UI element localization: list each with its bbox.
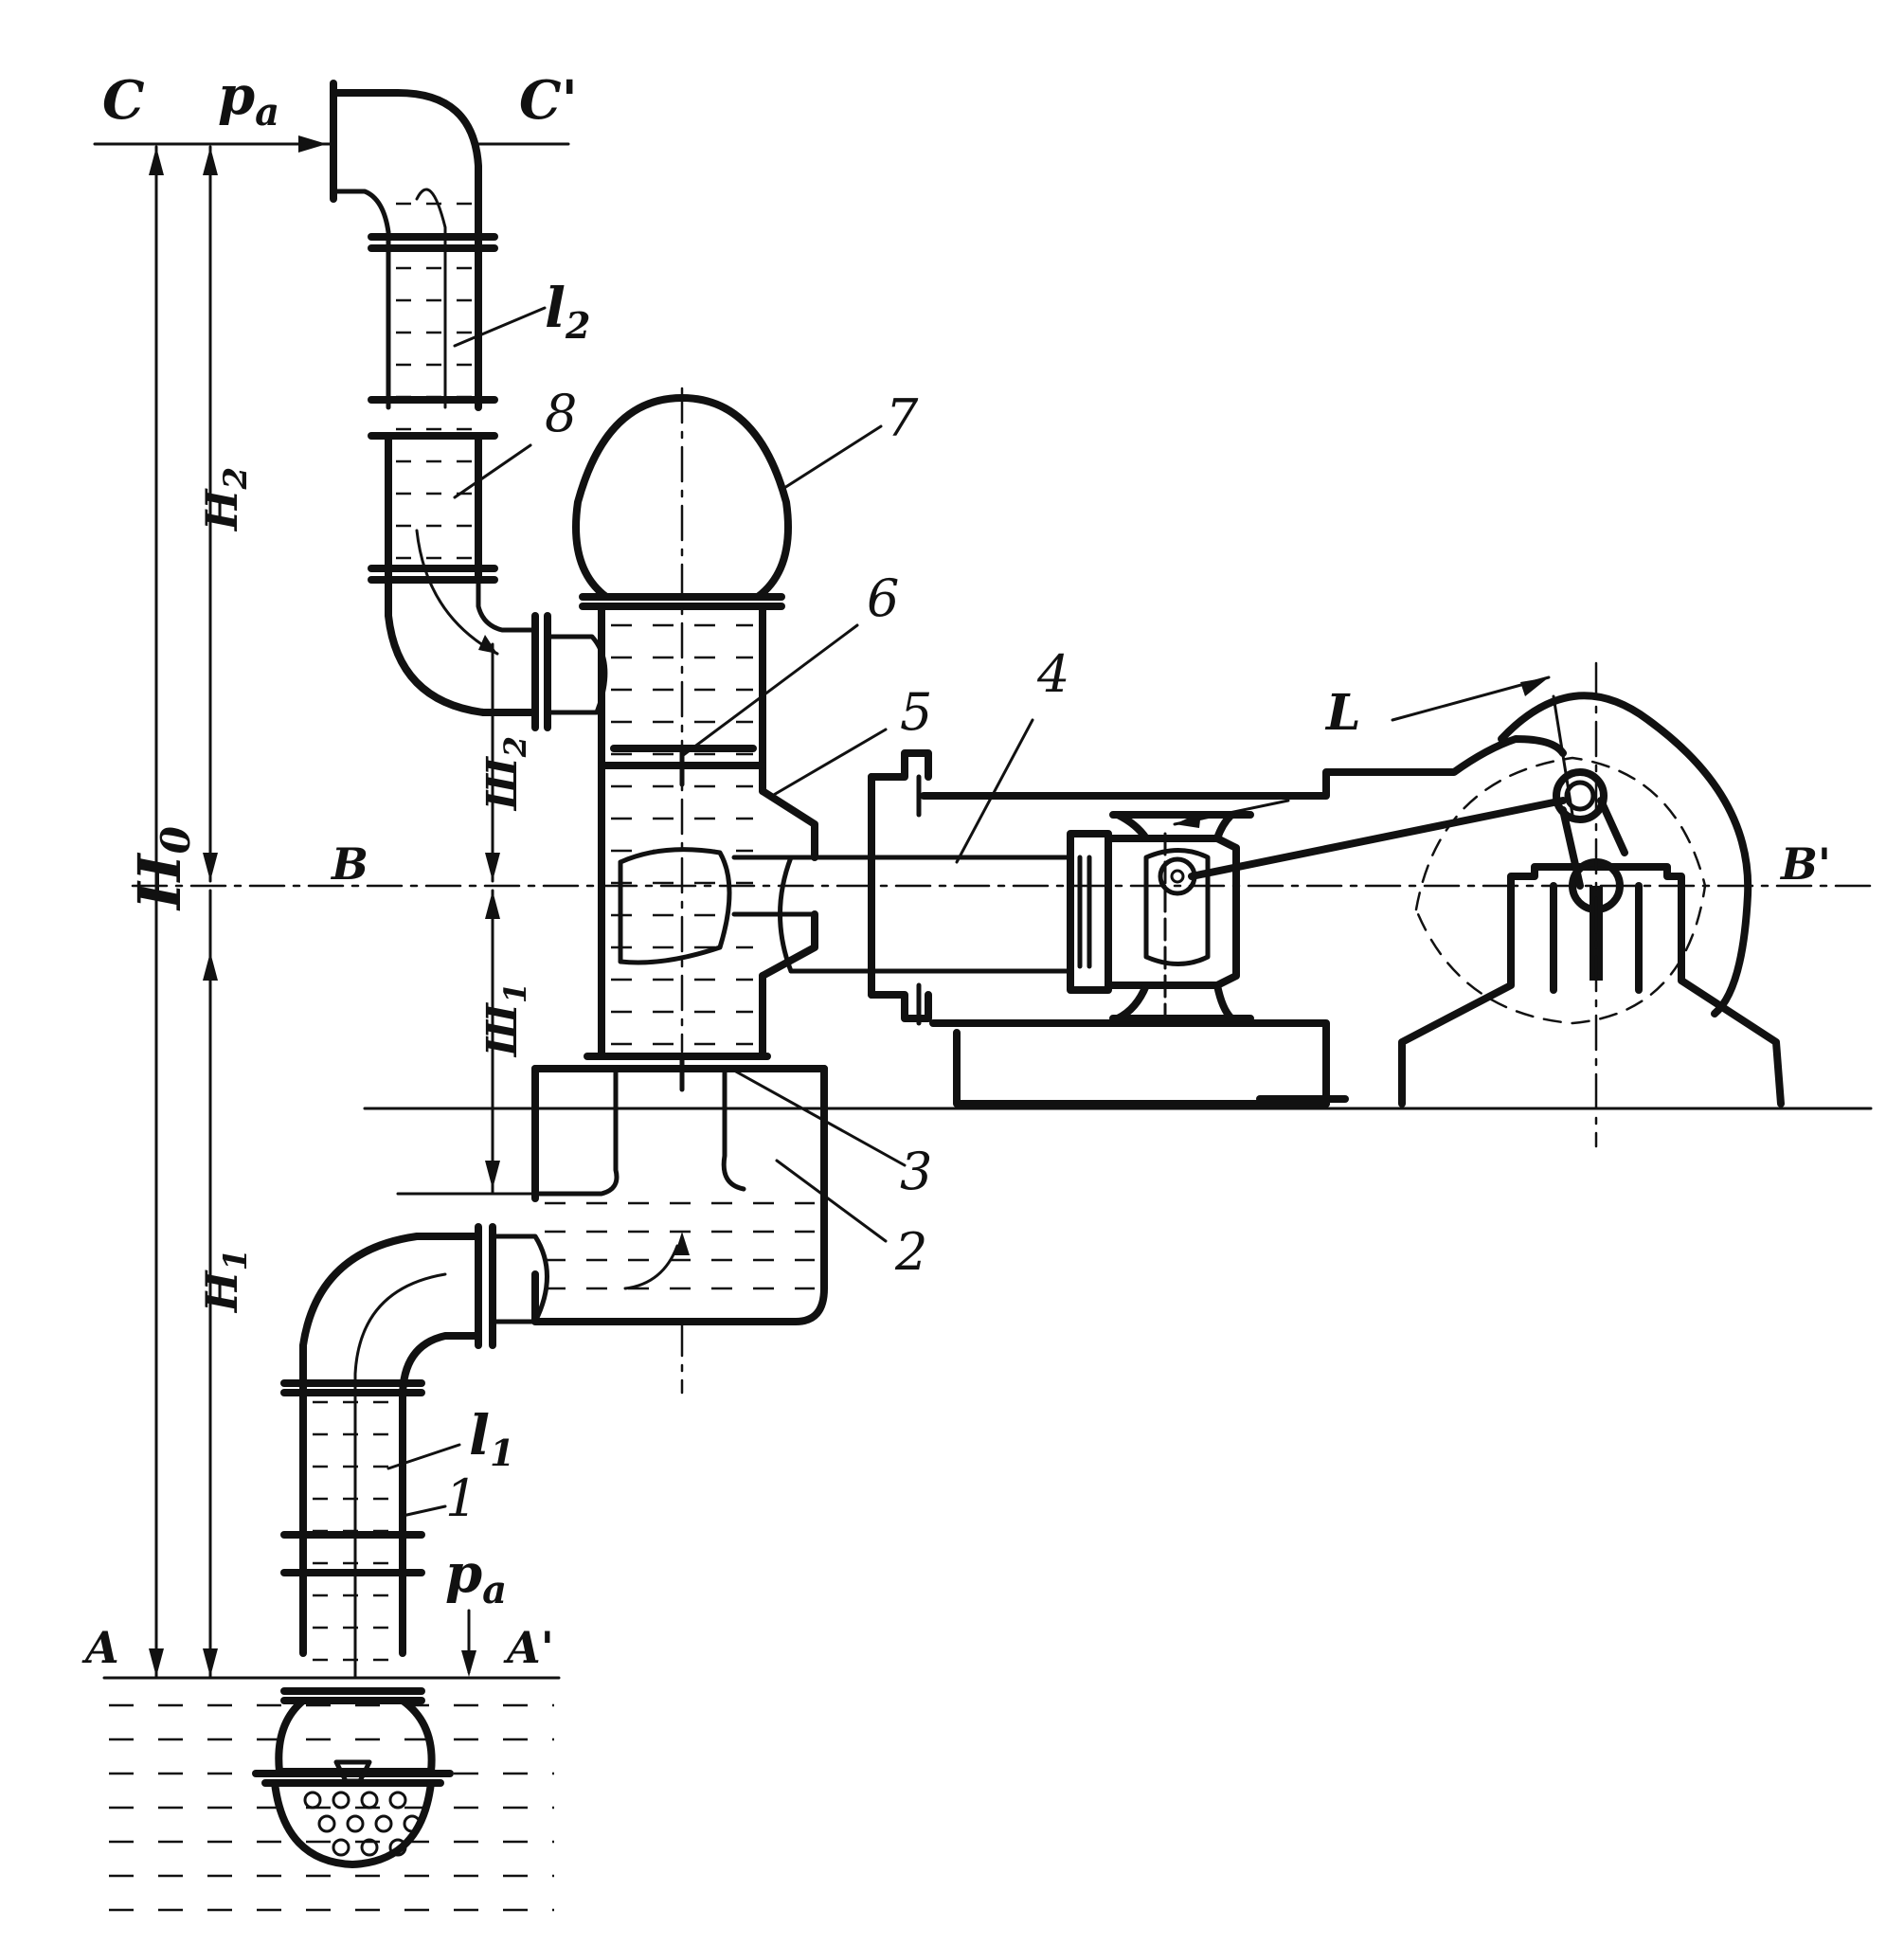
suction-pipe xyxy=(280,1223,549,1704)
label-b: B xyxy=(330,838,368,890)
label-l1: l1 xyxy=(469,1403,515,1474)
strainer-hole xyxy=(317,1814,336,1833)
label-a: A xyxy=(81,1622,119,1673)
strainer-hole xyxy=(403,1814,422,1833)
strainer-hole xyxy=(332,1791,350,1810)
air-chamber xyxy=(572,387,792,1054)
label-ш1: Ш1 xyxy=(478,982,533,1058)
part-number-8: 8 xyxy=(545,384,577,443)
dimension-h0 xyxy=(149,145,164,1679)
svg-text:H0: H0 xyxy=(125,826,199,911)
part-number-5: 5 xyxy=(900,682,932,742)
label-h1: H1 xyxy=(196,1249,255,1314)
strainer-hole xyxy=(374,1814,393,1833)
reservoir-water xyxy=(102,1676,561,1912)
dimension-ш1 xyxy=(485,889,500,1196)
pump-body xyxy=(574,603,818,1092)
label-l: L xyxy=(1324,684,1361,742)
svg-text:H1: H1 xyxy=(196,1249,255,1314)
label-pa-bottom: pa xyxy=(445,1542,507,1612)
strainer-hole xyxy=(360,1838,379,1857)
label-c-prime: C' xyxy=(519,69,578,132)
pa-top-arrow xyxy=(235,135,327,153)
svg-text:H2: H2 xyxy=(196,467,255,532)
dimension-ш2 xyxy=(485,642,500,883)
label-b-prime: B' xyxy=(1779,838,1831,890)
part-number-6: 6 xyxy=(867,568,899,628)
strainer-hole xyxy=(303,1791,322,1810)
strainer-hole xyxy=(360,1791,379,1810)
suction-chamber xyxy=(531,1065,828,1395)
dimension-h2 xyxy=(203,145,218,883)
svg-text:Ш1: Ш1 xyxy=(478,982,533,1058)
floor-line xyxy=(363,1107,1873,1196)
part-number-4: 4 xyxy=(1036,644,1069,704)
part-number-7: 7 xyxy=(886,388,919,448)
foot-valve-strainer xyxy=(252,1697,454,1868)
svg-text:Ш2: Ш2 xyxy=(478,736,533,812)
discharge-pipe xyxy=(330,80,608,731)
strainer-hole xyxy=(346,1814,365,1833)
dimension-h1 xyxy=(203,889,218,1679)
pump-frame xyxy=(920,735,1567,1108)
label-h2: H2 xyxy=(196,467,255,532)
leader-lines xyxy=(386,306,1034,1518)
label-a-prime: A' xyxy=(503,1622,554,1673)
part-number-3: 3 xyxy=(900,1142,932,1201)
label-l2: l2 xyxy=(545,276,591,347)
crank-flywheel xyxy=(1188,661,1785,1148)
label-pa-top: pa xyxy=(218,64,279,135)
strainer-hole xyxy=(332,1838,350,1857)
strainer-hole xyxy=(388,1838,407,1857)
label-ш2: Ш2 xyxy=(478,736,533,812)
labels: C pa C' B B' A A' pa H0 H2 H1 Ш2 Ш1 l2 l… xyxy=(81,64,1831,1673)
pa-bottom-arrow xyxy=(461,1609,476,1677)
label-c: C xyxy=(102,69,145,132)
part-number-1: 1 xyxy=(445,1468,477,1528)
strainer-hole xyxy=(388,1791,407,1810)
part-number-2: 2 xyxy=(894,1222,927,1282)
label-h0: H0 xyxy=(125,826,199,911)
